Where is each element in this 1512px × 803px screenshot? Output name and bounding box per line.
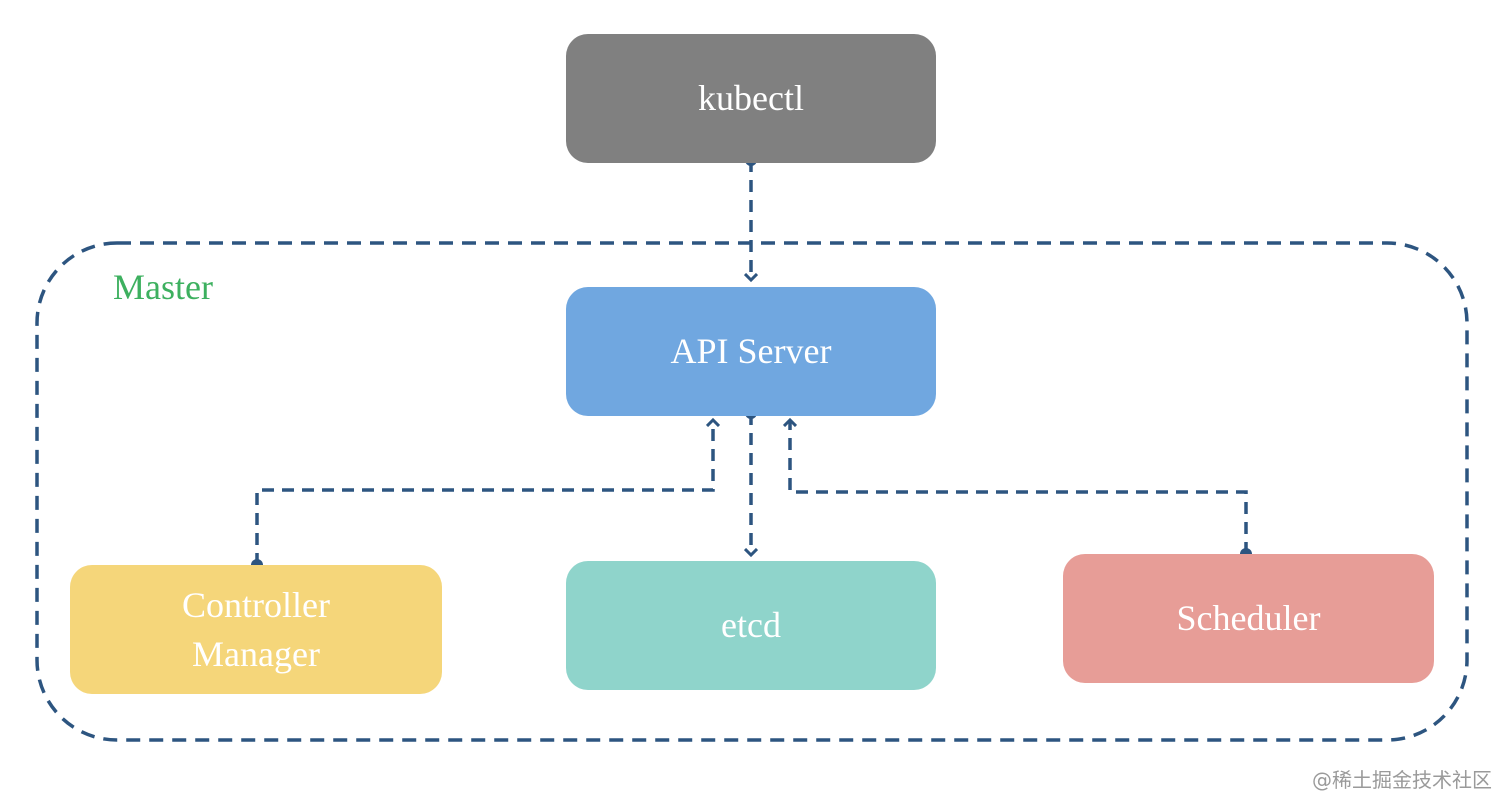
scheduler-label: Scheduler (1176, 598, 1321, 639)
scheduler-node: Scheduler (1063, 554, 1434, 683)
etcd-label: etcd (721, 605, 781, 646)
controller-manager-label-line-2: Manager (192, 633, 320, 674)
etcd-node: etcd (566, 561, 936, 690)
api-server-node: API Server (566, 287, 936, 416)
edge-controller-to-api (255, 420, 713, 565)
watermark: @稀土掘金技术社区 (1312, 768, 1492, 792)
controller-manager-label-line-1: Controller (182, 584, 330, 625)
kubectl-label: kubectl (698, 78, 804, 119)
controller-manager-label: Controller Manager (182, 581, 330, 678)
api-server-label: API Server (670, 331, 832, 372)
kubectl-node: kubectl (566, 34, 936, 163)
edge-scheduler-to-api (790, 420, 1248, 554)
controller-manager-node: Controller Manager (70, 565, 442, 694)
master-group-label: Master (113, 267, 213, 307)
